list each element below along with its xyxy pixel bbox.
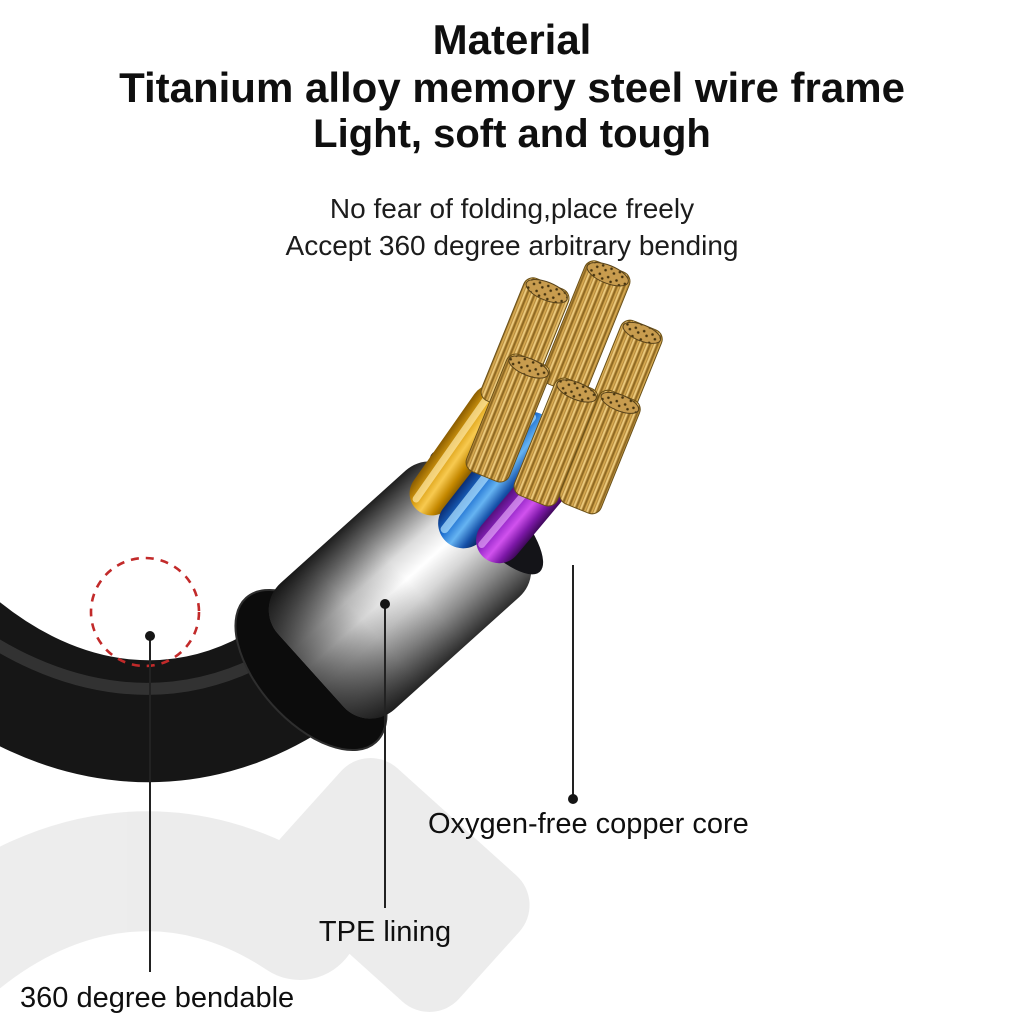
headline-frame: Titanium alloy memory steel wire frame [119, 64, 905, 111]
description: No fear of folding,place freely Accept 3… [0, 190, 1024, 264]
headline: Material Titanium alloy memory steel wir… [0, 16, 1024, 158]
description-line-1: No fear of folding,place freely [329, 193, 695, 224]
cable-highlight [0, 639, 286, 695]
callout-label-tpe-lining: TPE lining [318, 916, 452, 948]
callout-dot-bendable [145, 631, 155, 641]
callout-label-copper-core: Oxygen-free copper core [428, 808, 749, 840]
bend-highlight-circle [89, 556, 201, 668]
copper-strand-bundle [465, 353, 551, 483]
description-line-2: Accept 360 degree arbitrary bending [285, 230, 739, 261]
callout-dot-tpe [380, 599, 390, 609]
copper-strand-bundle [559, 389, 641, 515]
cable-reflection [0, 758, 530, 1012]
callout-label-bendable: 360 degree bendable [20, 982, 295, 1014]
callout-dot-copper [568, 794, 578, 804]
headline-tagline: Light, soft and tough [313, 112, 711, 156]
headline-title: Material [432, 16, 592, 63]
cable [0, 602, 361, 783]
